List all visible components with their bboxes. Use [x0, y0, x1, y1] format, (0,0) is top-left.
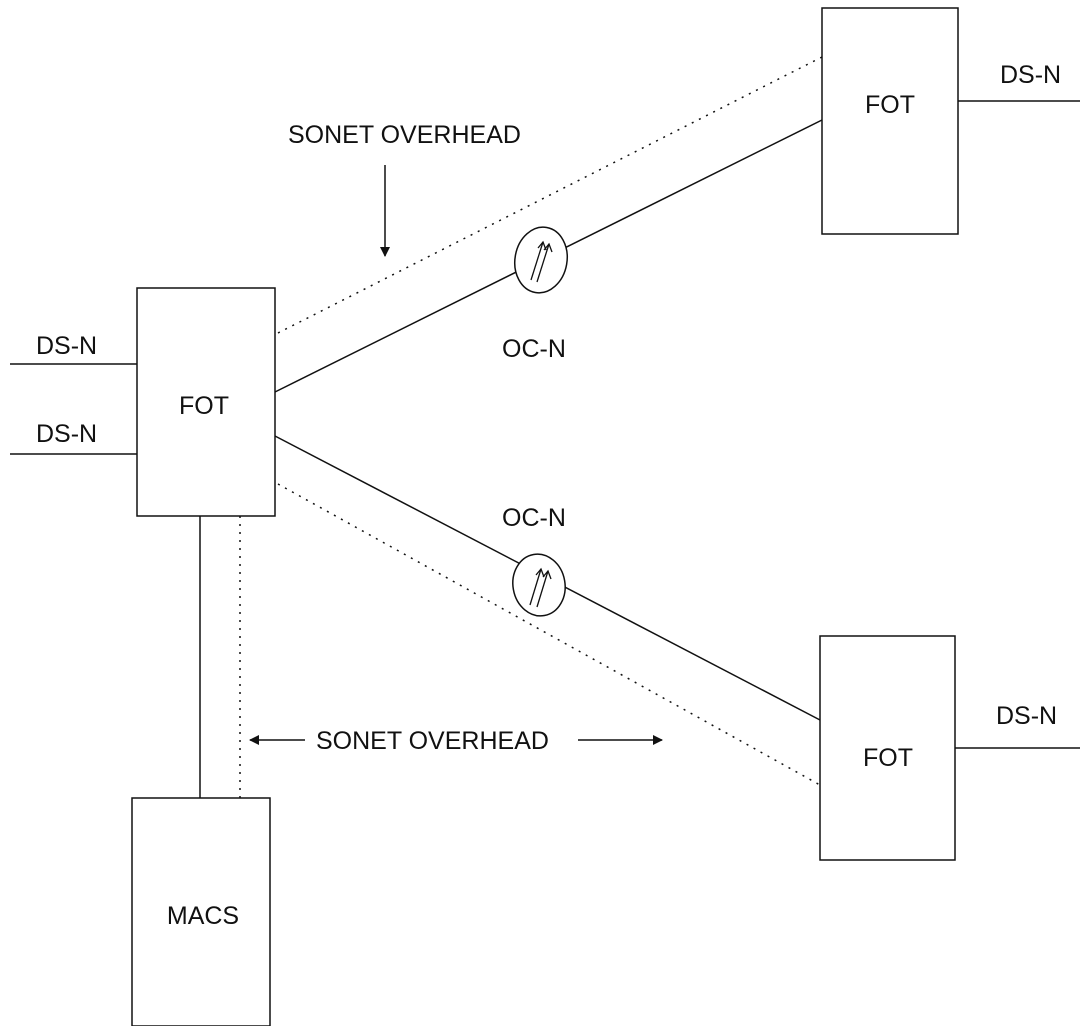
optical-regenerator-icon — [514, 226, 568, 294]
overhead-channel-upper — [277, 56, 823, 334]
fot-bottom-right-box — [819, 635, 956, 861]
sonet-overhead-label-lower: SONET OVERHEAD — [316, 727, 549, 755]
macs-label: MACS — [167, 902, 239, 930]
fot-top-right-box — [821, 7, 959, 235]
fot-left-label: FOT — [179, 392, 229, 420]
ds-n-label-left-lower: DS-N — [36, 420, 97, 448]
fot-bottom-right-label: FOT — [863, 744, 913, 772]
ds-n-label-top-right: DS-N — [1000, 61, 1061, 89]
ds-n-label-bottom-right: DS-N — [996, 702, 1057, 730]
macs-box — [131, 797, 271, 1026]
fot-top-right-label: FOT — [865, 91, 915, 119]
optical-regenerator-icon — [512, 553, 566, 617]
ds-n-label-left-upper: DS-N — [36, 332, 97, 360]
sonet-overhead-label-upper: SONET OVERHEAD — [288, 121, 521, 149]
fot-left-box — [136, 287, 276, 517]
oc-n-label-upper: OC-N — [502, 335, 566, 363]
oc-n-label-lower: OC-N — [502, 504, 566, 532]
